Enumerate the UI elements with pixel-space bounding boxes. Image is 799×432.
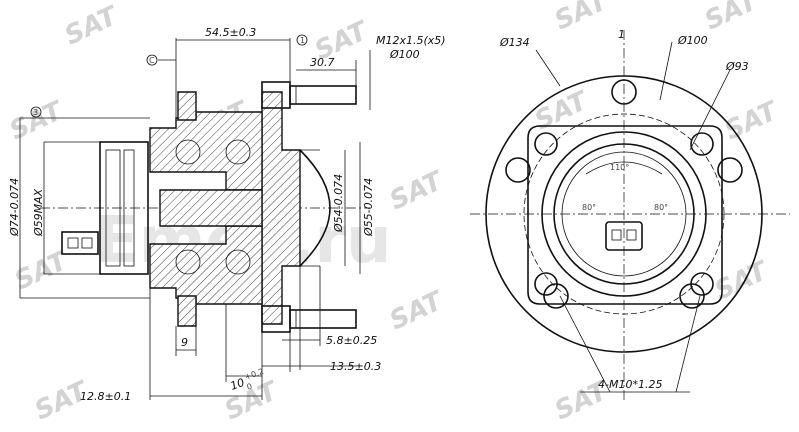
datum-3: 3 [33, 108, 38, 117]
side-section-view: 54.5±0.3 30.7 M12x1.5(x5) Ø100 Ø54-0.074… [8, 26, 446, 403]
watermark-sat: SAT [530, 85, 594, 136]
dim-bolt-spec: 4-M10*1.25 [598, 378, 662, 391]
dim-flange-to-stud: 13.5±0.3 [330, 360, 381, 373]
dim-pilot-tol-low: 0 [246, 382, 254, 392]
dim-hub-height: 5.8±0.25 [326, 334, 377, 347]
watermark-sat: SAT [385, 165, 449, 216]
watermark-sat: SAT [60, 0, 124, 51]
angle-left: 80° [582, 203, 596, 212]
watermark-sat: SAT [385, 285, 449, 336]
datum-front-1: 1 [618, 28, 625, 41]
dim-pcd: Ø100 [677, 34, 708, 47]
angle-top: 110° [610, 163, 629, 172]
watermark-sat: SAT [550, 0, 614, 36]
dim-outer-dia: Ø134 [499, 36, 530, 49]
dim-stud-length: 30.7 [310, 56, 335, 69]
angle-right: 80° [654, 203, 668, 212]
dim-flange-offset: 54.5±0.3 [205, 26, 256, 39]
watermark-sat: SAT [700, 0, 764, 36]
dim-pilot-depth: 10 [229, 376, 247, 393]
dim-center-bore: Ø93 [725, 60, 749, 73]
dim-dia-55: Ø55-0.074 [362, 178, 375, 237]
watermark-sat: SAT [5, 95, 69, 146]
dim-stud-pcd: Ø100 [389, 48, 420, 61]
dim-dia-74: Ø74-0.074 [8, 178, 21, 237]
dim-dia-54: Ø54-0.074 [332, 174, 345, 233]
dim-flange-thickness: 9 [181, 336, 188, 349]
datum-1: 1 [300, 36, 305, 45]
dim-stud-thread: M12x1.5(x5) [376, 34, 446, 47]
dim-seat-width: 12.8±0.1 [80, 390, 131, 403]
datum-c: C [149, 56, 155, 65]
dim-dia-59: Ø59MAX [32, 188, 45, 237]
front-view: 110° 80° 80° Ø134 Ø100 Ø93 4-M10*1.25 1 [470, 28, 790, 400]
watermark-sat: SAT [720, 95, 784, 146]
